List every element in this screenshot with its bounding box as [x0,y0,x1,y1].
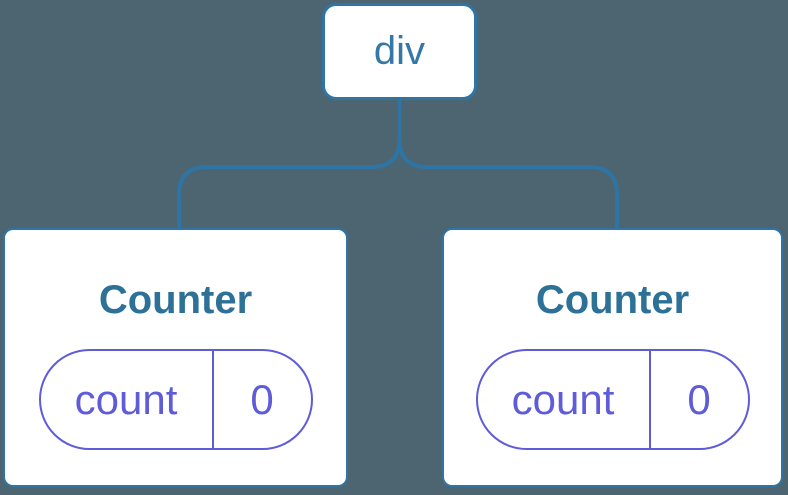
state-value: 0 [648,351,748,448]
counter-node-right: Counter count 0 [442,228,783,487]
counter-node-left: Counter count 0 [3,228,348,487]
component-title: Counter [535,278,690,322]
state-pill: count 0 [38,349,313,450]
connector-branch-right [397,100,619,228]
component-title: Counter [98,278,253,322]
connector-branch-left [177,100,402,228]
state-value: 0 [211,351,311,448]
state-pill: count 0 [475,349,750,450]
root-node-label: div [373,29,426,73]
root-node-div: div [322,3,477,100]
state-name: count [511,375,615,423]
state-name: count [74,375,178,423]
